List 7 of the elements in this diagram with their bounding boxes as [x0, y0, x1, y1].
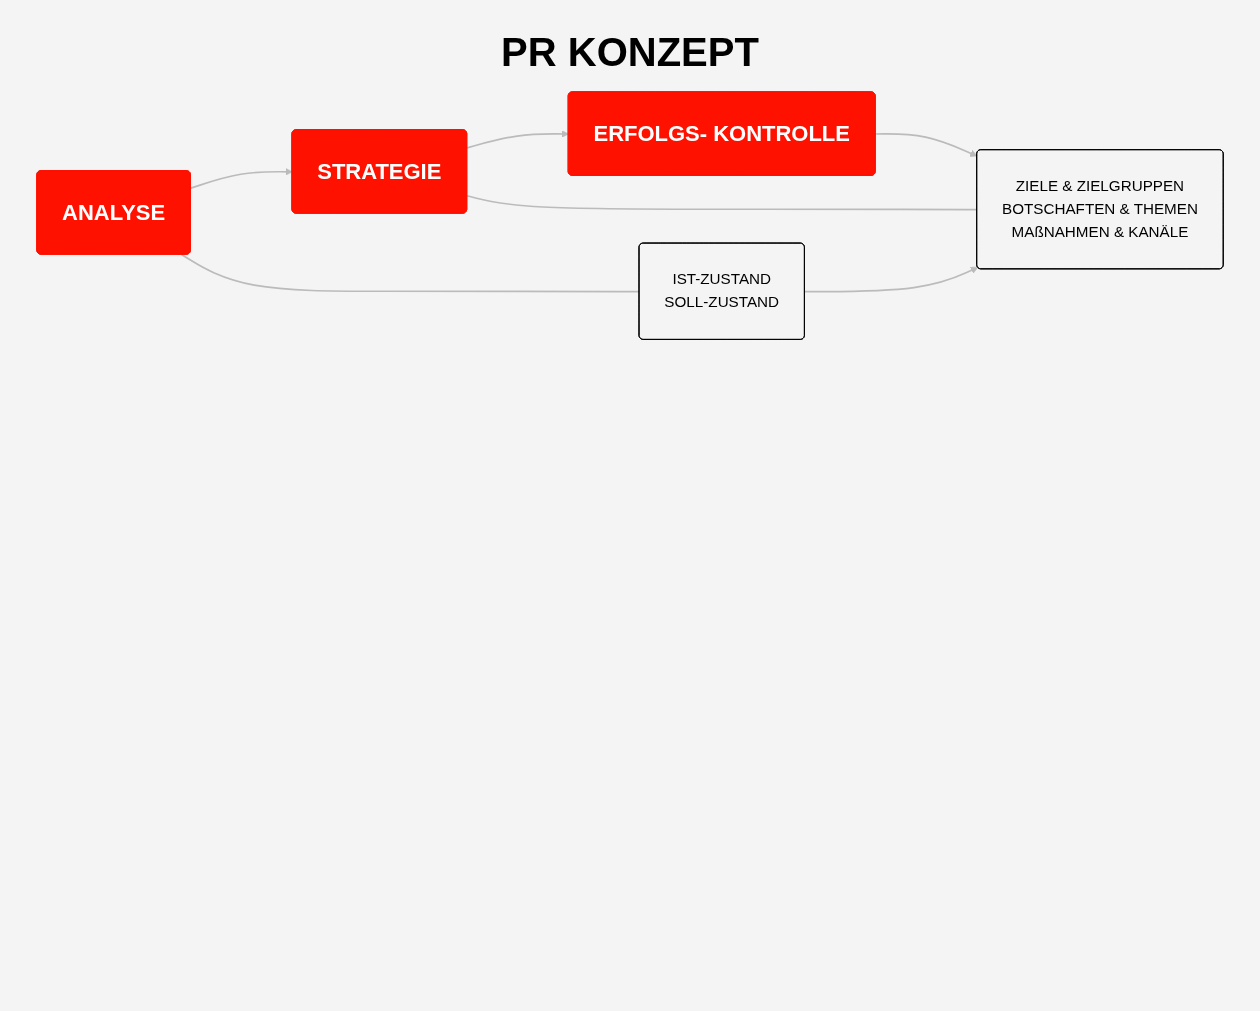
arrow [190, 168, 293, 189]
arrow [804, 266, 979, 293]
connector [180, 253, 641, 293]
connector [466, 194, 978, 211]
diagram-title: PR KONZEPT [501, 30, 759, 75]
arrow [466, 130, 569, 149]
arrow [874, 133, 978, 157]
